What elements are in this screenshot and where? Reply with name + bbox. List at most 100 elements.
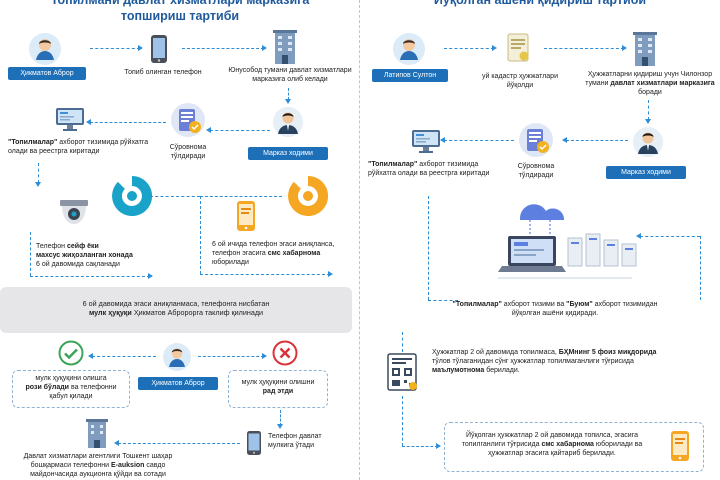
center-staff-pill: Марказ ходими [248,147,328,160]
auction-text-1: Давлат хизматлари агентлиги Тошкент шаҳа… [23,453,173,470]
found-box [444,422,704,472]
arrow-1 [90,48,140,49]
reject-text-bold: рад этди [262,388,294,396]
accept-box [12,370,130,408]
right-arrow-6 [428,196,429,300]
phone-icon [150,34,168,64]
found-text-2: юборилади ва ҳужжатлар эгасига қайтариб … [488,441,643,458]
arrow-head-11 [88,353,93,359]
right-computer-icon [410,128,442,154]
right-arrow-2 [544,48,624,49]
phone-icon-2 [246,430,262,456]
arrow-5 [90,122,166,123]
arrow-head-10 [328,271,333,277]
bar-text-2: Ҳикматов Абророрга таклиф қилинади [131,308,264,318]
state-property-text: Телефон давлат мулкига ўтади [268,433,322,450]
computer-icon [54,106,86,132]
right-phone-alert-icon [670,430,690,462]
accept-text-2: ва телефонни қабул қилади [49,384,117,401]
right-arrow-3 [648,100,649,120]
notfound-text-bold-1: БҲМнинг 5 фоиз миқдорида [558,349,657,356]
search-sys-text-2: ахборот тизими ва [501,301,567,308]
right-arrow-8 [402,332,403,352]
right-form-icon [518,122,554,158]
form-icon [170,102,206,138]
search-center-text-1: Ҳужжатларни қидириш учун Чилонзор тумани [585,71,713,88]
arrow-11 [92,356,156,357]
right-system-entry-bold: "Топилмалар" [368,161,418,168]
right-arrow-7b [640,236,700,237]
arrow-head-3 [285,99,291,104]
right-staff-icon [632,126,664,158]
right-form-fill-line2: тўлдиради [518,172,554,180]
camera-icon [56,200,92,228]
accept-text-1: мулк ҳуқуқини олишга [35,375,107,382]
right-arrow-head-5 [440,137,445,143]
document-icon [506,32,532,64]
found-text: Йўқолган ҳужжатлар 2 ой давомида топилса… [452,431,652,458]
arrow-7 [150,196,200,197]
form-fill-line2: тўлдиради [170,153,206,161]
person-icon [28,32,62,66]
cloud-server-icon [490,196,640,292]
person-name-pill-2: Ҳикматов Аброр [138,377,218,390]
cadastre-text: уй кадастр ҳужжатлари йўқолди [481,73,558,90]
safe-bold-2: махсус жиҳозланган хонада [36,252,133,260]
arrow-14 [118,443,240,444]
arrow-8b [200,196,282,197]
right-form-fill-label: Сўровнома тўлдиради [508,162,564,180]
arrow-10 [200,274,330,275]
search-center-text-bold: давлат хизматлари марказига [610,80,715,88]
arrow-head-9 [148,273,153,279]
found-text-1: Йўқолган ҳужжатлар 2 ой давомида топилса… [461,432,638,449]
arrow-2 [182,48,264,49]
search-systems-text: "Топилмалар" ахборот тизими ва "Буюм" ах… [440,300,670,318]
ownership-offer-text: 6 ой давомида эгаси аниқланмаса, телефон… [10,299,342,318]
sms-text-bold: смс хабарнома [267,250,321,258]
safe-bold-1: сейф ёки [66,243,99,250]
arrow-head-5 [86,119,91,125]
search-center-text-2: боради [638,89,662,97]
notfound-text-bold-2: маълумотнома [432,367,485,375]
sms-text-2: юборилади [212,259,249,267]
right-center-staff-pill: Марказ ходими [606,166,686,179]
arrow-12 [198,356,264,357]
left-title-line1: Топилмани давлат хизматлари марказига [50,0,310,7]
notfound-text-1: Ҳужжатлар 2 ой давомида топилмаса, [432,349,559,356]
notfound-text-3: берилади. [484,367,520,375]
arrow-6 [38,163,39,183]
ownership-offer-bar: 6 ой давомида эгаси аниқланмаса, телефон… [0,287,352,333]
right-person-name-pill: Латипов Султон [372,69,448,82]
reject-text: мулк ҳуқуқини олишни рад этди [232,378,324,396]
auction-text-2: савдо майдончасида аукционга қўйди ва со… [30,462,166,479]
accept-text: мулк ҳуқуқини олишга рози бўлади ва телеф… [16,374,126,401]
staff-icon [272,106,304,138]
right-arrow-head-1 [492,45,497,51]
search-sys-bold-1: "Топилмалар" [452,301,502,308]
check-icon [58,340,84,366]
orange-ring-icon [284,172,332,220]
person-icon-2 [162,342,192,372]
left-title: Топилмани давлат хизматлари марказига то… [20,0,340,24]
arrow-9b [30,276,150,277]
building-icon [272,28,298,64]
right-arrow-head-2 [622,45,627,51]
search-center-text: Ҳужжатларни қидириш учун Чилонзор тумани… [582,70,718,97]
search-sys-bold-2: "Буюм" [566,301,593,308]
phone-found-label: Топиб олинган телефон [124,69,202,76]
arrow-9 [30,232,31,276]
teal-ring-icon [108,172,156,220]
right-form-fill-line1: Сўровнома [517,163,555,170]
right-arrow-7 [700,236,701,300]
right-building-icon [632,30,658,66]
right-arrow-1 [444,48,494,49]
reject-text-1: мулк ҳуқуқини олишни [241,379,315,386]
form-fill-label: Сўровнома тўлдиради [160,143,216,161]
search-sys-text-3: ахборот тизимидан йўқолган ашёни қидирад… [511,301,658,318]
left-system-entry-rest: ахборот тизимида рўйхатга олади ва реест… [8,139,149,156]
sms-text-1: 6 ой ичида телефон эгаси аниқланса, теле… [212,241,335,258]
right-arrow-head-7 [636,233,641,239]
auction-text: Давлат хизматлари агентлиги Тошкент шаҳа… [8,452,188,479]
accept-text-bold: рози бўлади [25,384,70,392]
